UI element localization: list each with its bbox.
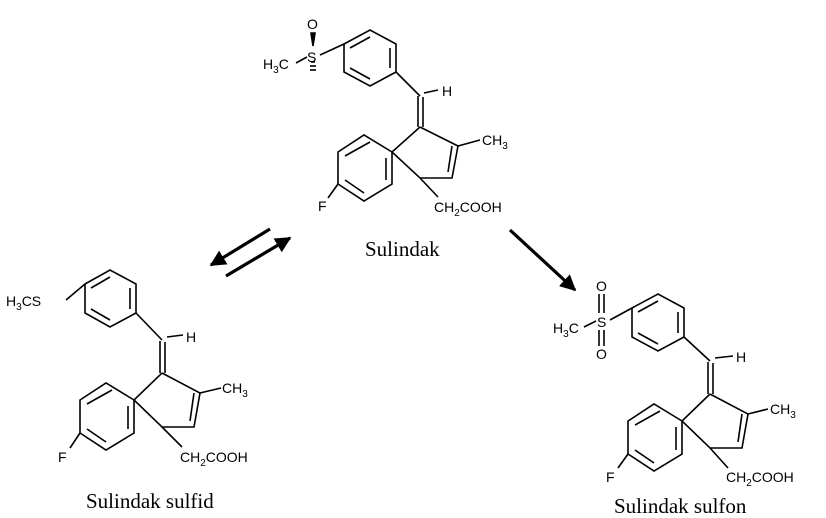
equilibrium-arrows [209, 227, 292, 278]
sulindak-structure [295, 29, 481, 202]
arrow-to-sulindak [225, 236, 292, 278]
sulfon-caption: Sulindak sulfon [614, 494, 747, 518]
sulindak-fluorine: F [318, 198, 327, 214]
sulindak-ch3: CH3 [482, 132, 508, 152]
sulindak-sulfur: S [307, 49, 316, 65]
sulfon-side-chain: CH2COOH [726, 469, 794, 489]
sulfon-fluorine: F [606, 469, 615, 485]
sulfid-labels: H3CS H CH3 F CH2COOH Sulindak sulfid [6, 293, 248, 513]
sulfid-methyl-label: H3CS [6, 293, 41, 313]
sulfon-methyl-label: H3C [553, 320, 579, 340]
sulindak-vinyl-h: H [442, 83, 452, 99]
arrow-to-sulfon [508, 228, 577, 292]
sulfid-caption: Sulindak sulfid [86, 489, 214, 513]
sulfon-sulfur: S [597, 314, 606, 330]
sulindak-oxygen: O [307, 16, 318, 32]
sulindak-labels: H3C O S H CH3 F CH2COOH Sulindak [263, 16, 508, 261]
sulfid-vinyl-h: H [186, 329, 196, 345]
sulfon-oxygen-bottom: O [596, 346, 607, 362]
sulfid-structure [65, 269, 222, 451]
sulfon-labels: H3C O S O H CH3 F CH2COOH Sulindak sulfo… [553, 278, 796, 518]
sulindak-methyl-label: H3C [263, 56, 289, 76]
sulfid-ch3: CH3 [222, 380, 248, 400]
sulfon-structure [583, 293, 769, 472]
sulindak-side-chain: CH2COOH [434, 199, 502, 219]
sulfon-oxygen-top: O [596, 278, 607, 294]
sulfid-side-chain: CH2COOH [180, 449, 248, 469]
arrow-to-sulfid [209, 227, 271, 267]
sulfon-ch3: CH3 [770, 401, 796, 421]
sulfon-vinyl-h: H [736, 349, 746, 365]
sulindak-caption: Sulindak [365, 237, 440, 261]
sulfid-fluorine: F [58, 449, 67, 465]
